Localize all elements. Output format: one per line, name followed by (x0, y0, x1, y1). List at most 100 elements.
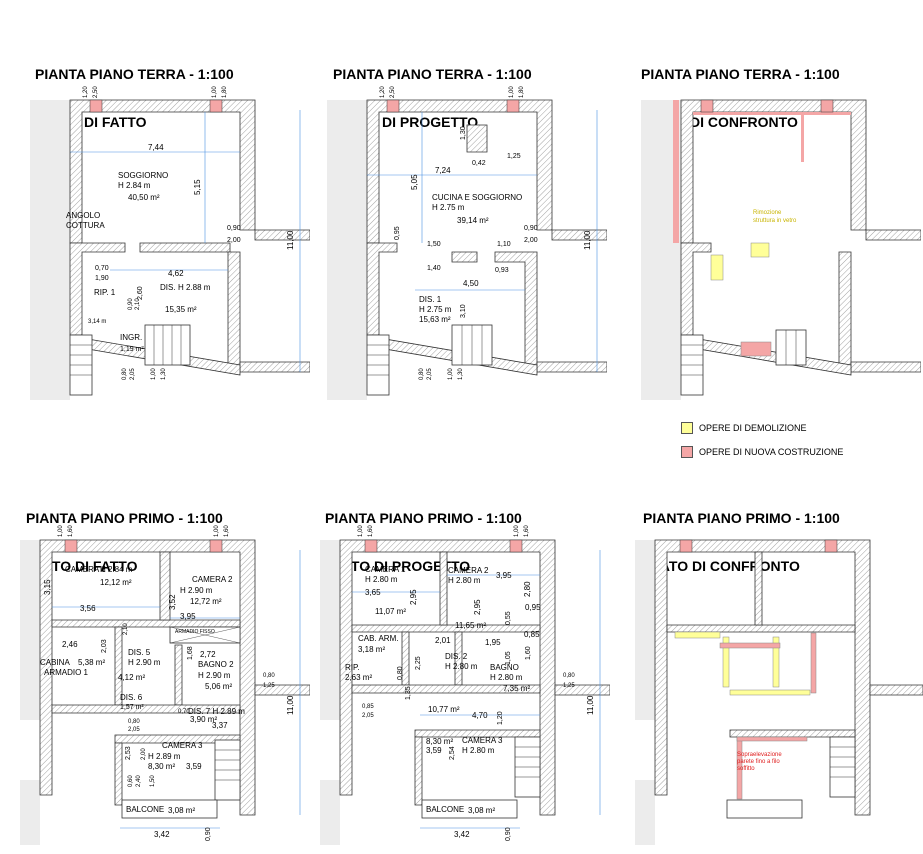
room-name: BAGNO 2 (198, 660, 234, 669)
dim-label: 1,00 (214, 525, 220, 537)
title-line: PIANTA PIANO PRIMO - 1:100 (325, 510, 522, 526)
neighbor-area (635, 540, 655, 720)
dim-label: 1,30 (458, 368, 464, 380)
note-text: Sopraelevazione (737, 752, 782, 758)
dim-label: 1,60 (525, 646, 532, 660)
room-name: CAMERA 2 (448, 566, 489, 575)
wall (366, 242, 398, 336)
dim-label: 2,80 (523, 581, 532, 597)
room-name: RIP. 1 (94, 288, 116, 297)
window (89, 99, 103, 113)
wall (551, 229, 607, 241)
dim-label: 3,37 (212, 721, 228, 730)
room-area: 40,50 m² (128, 193, 160, 202)
dim-label: 0,90 (205, 827, 212, 841)
dim-label: 1,25 (563, 683, 575, 689)
room-height: H 2.75 m (419, 305, 452, 314)
room-area: 15,63 m² (419, 315, 451, 324)
demolition-wall (722, 636, 730, 688)
room-area: 8,30 m² (426, 737, 453, 746)
dim-label: 7,24 (435, 166, 451, 175)
room-name: DIS. 5 (128, 648, 151, 657)
legend-demolition: OPERE DI DEMOLIZIONE (681, 421, 843, 435)
note-text: soffitto (737, 766, 755, 772)
wardrobe-line (169, 626, 241, 644)
wall (439, 551, 448, 626)
stair-internal (775, 329, 807, 366)
wall (139, 242, 231, 253)
legend: OPERE DI DEMOLIZIONE OPERE DI NUOVA COST… (681, 421, 843, 469)
dim-label: 0,55 (505, 611, 512, 625)
dim-label: 2,95 (473, 599, 482, 615)
dim-label: 2,05 (362, 713, 374, 719)
dim-label: 4,70 (472, 711, 488, 720)
wall (466, 124, 488, 153)
wall (351, 684, 541, 694)
wall (159, 551, 171, 621)
dim-label: 4,62 (168, 269, 184, 278)
title-pp-fatto: PIANTA PIANO PRIMO - 1:100 STATO DI FATT… (26, 478, 223, 590)
wall (865, 229, 921, 241)
room-height: H 2.89 m (148, 752, 181, 761)
title-line: PIANTA PIANO TERRA - 1:100 (641, 66, 840, 82)
room-name: CAB. ARM. (358, 634, 398, 643)
wall (351, 624, 541, 633)
wall (692, 337, 852, 376)
dim-label: 1,25 (263, 683, 275, 689)
dim-label: 11,00 (583, 230, 592, 250)
dim-label: 3,95 (180, 612, 196, 621)
dim-label: 1,60 (524, 525, 530, 537)
dim-label: 3,42 (154, 830, 170, 839)
dim-label: 3,59 (186, 762, 202, 771)
room-height: H 2.80 m (490, 673, 523, 682)
wall (666, 624, 856, 633)
construction-swatch (681, 446, 693, 458)
dim-label: 2,72 (200, 650, 216, 659)
note-text: parete fino a filo (737, 759, 780, 765)
room-area: 7,35 m² (503, 684, 530, 693)
dim-label: 0,90 (505, 827, 512, 841)
dim-label: 1,00 (448, 368, 454, 380)
dim-label: 0,95 (394, 226, 401, 240)
dim-label: 1,80 (222, 86, 228, 98)
dim-label: 4,50 (463, 279, 479, 288)
room-area: 39,14 m² (457, 216, 489, 225)
dim-label: 0,80 (263, 673, 275, 679)
exterior-wall (654, 539, 871, 816)
window (64, 539, 78, 553)
dim-label: 1,20 (380, 86, 386, 98)
room-area: 3,90 m² (190, 715, 217, 724)
dim-label: 1,00 (212, 86, 218, 98)
room-name: BALCONE (126, 805, 164, 814)
wall (838, 251, 852, 366)
room-area: 3,18 m² (358, 645, 385, 654)
room-height: H 2.80 m (445, 662, 478, 671)
room-name: INGR. (120, 333, 142, 342)
room-height: H 2.90 m (198, 671, 231, 680)
dim-label: 1,00 (509, 86, 515, 98)
dim-label: 2,54 (449, 746, 456, 760)
dim-label: 1,60 (68, 525, 74, 537)
room-name: RIP. (345, 663, 360, 672)
dim-label: 2,00 (141, 748, 147, 760)
room-name: DIS. 1 (419, 295, 442, 304)
room-name: DIS. (160, 283, 176, 292)
new-wall (693, 112, 851, 115)
dim-label: 0,80 (128, 719, 140, 725)
window (386, 99, 400, 113)
dim-label: 0,60 (128, 775, 134, 787)
note-text: Rimozione (753, 210, 782, 216)
dim-label: 0,90 (227, 225, 241, 232)
wall (729, 729, 856, 738)
dim-label: 0,70 (95, 265, 109, 272)
demolition-wall (710, 254, 724, 281)
dim-label: 1,20 (83, 86, 89, 98)
dim-label: 2,25 (415, 656, 422, 670)
title-line: PIANTA PIANO TERRA - 1:100 (333, 66, 532, 82)
new-wall (736, 736, 808, 742)
room-area: 3,08 m² (468, 806, 495, 815)
wall (174, 644, 183, 706)
wall (254, 229, 310, 241)
dim-label: 3,59 (426, 746, 442, 755)
dim-label: 0,95 (525, 603, 541, 612)
